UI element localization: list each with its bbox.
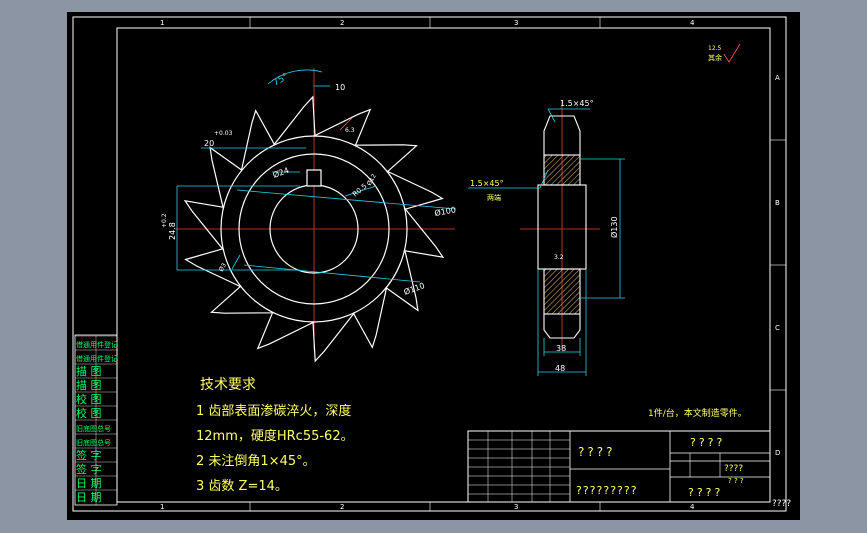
- stamp-label: 借通用件登记: [76, 340, 118, 349]
- col-mark: 2: [340, 503, 344, 511]
- notes-line3: 2 未注倒角1×45°。: [196, 454, 316, 469]
- dim-24-tol: +0.2: [161, 213, 168, 228]
- roughness-label: 其余: [708, 53, 722, 62]
- notes-title: 技术要求: [200, 377, 256, 393]
- notes-line4: 3 齿数 Z=14。: [196, 479, 288, 494]
- stamp-label: 校 图: [76, 392, 102, 406]
- side-dimensions: [468, 108, 625, 376]
- col-mark: 1: [160, 19, 164, 27]
- stamp-label: 日 期: [76, 491, 102, 504]
- root-circle: [220, 135, 408, 323]
- dim-24: 24.8: [168, 222, 177, 240]
- title-block-cell-1: ????: [724, 464, 743, 474]
- side-lower-tooth: [543, 313, 581, 339]
- hub-circle: [238, 153, 390, 305]
- front-dimensions: [176, 69, 457, 283]
- dim-small: Ø3: [218, 262, 228, 273]
- stamp-label: 借通用件登记: [76, 354, 118, 363]
- roughness-symbol: 12.5 其余: [708, 43, 741, 63]
- stamp-label: 校 图: [76, 406, 102, 420]
- row-mark: C: [775, 324, 780, 332]
- side-dia: Ø130: [609, 216, 619, 238]
- col-mark: 1: [160, 503, 164, 511]
- col-mark: 3: [514, 503, 518, 511]
- row-mark: A: [775, 74, 780, 82]
- notes-line1: 1 齿部表面渗碳淬火，深度: [196, 403, 351, 419]
- drawing-sheet: [67, 12, 800, 520]
- title-block: ???? ????????? ???? ???? ? ? ? ????: [467, 430, 771, 503]
- stamp-label: 旧底图总号: [76, 438, 111, 447]
- keyway: [306, 169, 322, 187]
- title-block-company: ????: [690, 436, 725, 449]
- notes-line2: 12mm，硬度HRc55-62。: [196, 428, 354, 444]
- leader-red: [339, 117, 353, 131]
- side-chamfer-top: 1.5×45°: [560, 99, 594, 108]
- title-block-drawing-no: ?????????: [576, 484, 638, 497]
- side-width-outer: 48: [555, 364, 565, 373]
- stamp-label: 旧底图总号: [76, 424, 111, 433]
- side-rough-small: 3.2: [554, 254, 564, 261]
- rough-mark-front: 6.3: [345, 127, 355, 134]
- title-block-name: ????: [578, 445, 615, 459]
- col-mark: 4: [690, 19, 695, 27]
- side-view: 1.5×45° 1.5×45° 两端 Ø130 38 48 3.2: [468, 99, 625, 376]
- side-upper-hatch: [543, 154, 581, 186]
- side-chamfer-left-sub: 两端: [487, 193, 501, 202]
- row-mark: B: [775, 199, 780, 207]
- row-mark: D: [775, 449, 780, 457]
- outer-frame: [72, 16, 787, 512]
- stamp-label: 签 字: [76, 448, 102, 462]
- stamp-label: 签 字: [76, 462, 102, 476]
- corner-label: ????: [772, 499, 791, 509]
- col-mark: 2: [340, 19, 344, 27]
- dim-20-tol: +0.03: [214, 130, 233, 137]
- technical-notes: 技术要求 1 齿部表面渗碳淬火，深度 12mm，硬度HRc55-62。 2 未注…: [196, 377, 354, 494]
- dim-20: 20: [204, 139, 214, 148]
- stamp-label: 描 图: [76, 378, 102, 392]
- title-block-cell-3: ????: [688, 486, 723, 499]
- roughness-value: 12.5: [708, 45, 722, 52]
- stamp-label: 日 期: [76, 477, 102, 490]
- stamp-label: 描 图: [76, 364, 102, 378]
- side-lower-hatch: [543, 268, 581, 315]
- title-block-cell-2: ? ? ?: [728, 477, 744, 485]
- side-chamfer-left: 1.5×45°: [470, 179, 504, 188]
- col-mark: 3: [514, 19, 518, 27]
- side-width-inner: 38: [556, 344, 566, 353]
- dim-d100: Ø100: [434, 204, 457, 218]
- col-mark: 4: [690, 503, 695, 511]
- note-right: 1件/台，本文制造零件。: [648, 407, 747, 419]
- dim-10: 10: [335, 83, 345, 92]
